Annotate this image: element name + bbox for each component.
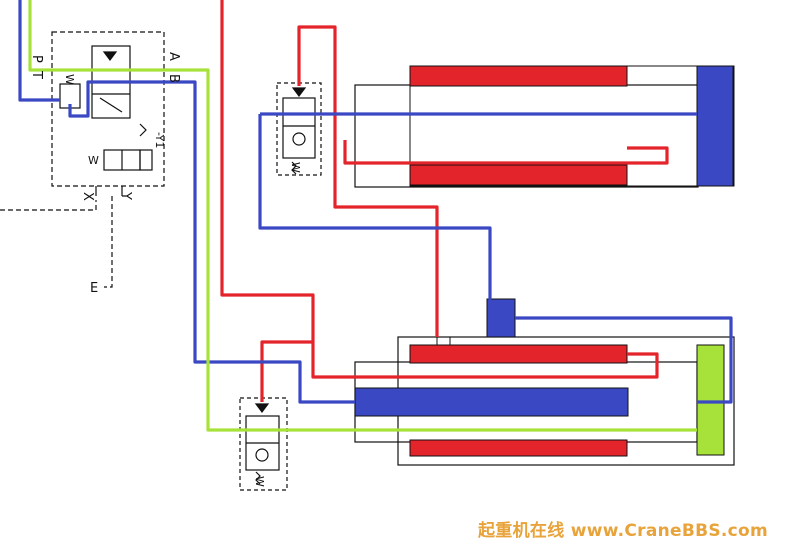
port-label-a: A	[166, 52, 181, 61]
port-label-y: Y	[118, 191, 133, 200]
port-label-e: E	[90, 281, 98, 296]
pilot-drain-lines	[0, 196, 113, 288]
spring-mark-lower-check: W	[253, 476, 266, 487]
pilot-lines	[28, 0, 697, 432]
lower-cylinder-port-block	[486, 298, 516, 338]
spring-mark-pilot: W	[88, 154, 99, 167]
lower-cylinder-rod-top	[409, 344, 628, 364]
directional-valve	[51, 31, 165, 196]
lower-cylinder-rod-bottom	[409, 439, 628, 457]
upper-cylinder-rod-bottom	[409, 164, 628, 186]
port-label-b: B	[166, 74, 181, 83]
port-label-p: P	[29, 55, 44, 63]
check-arrow-icon-upper	[291, 87, 307, 97]
valve-housing	[51, 31, 165, 187]
lower-cylinder-piston	[696, 344, 725, 456]
upper-cylinder-piston	[696, 65, 735, 187]
port-label-t: T	[29, 70, 44, 79]
check-arrow-icon	[102, 51, 118, 61]
watermark: 起重机在线 www.CraneBBS.com	[478, 521, 769, 541]
spring-mark-main: W	[63, 74, 76, 85]
spring-mark-upper-check: W	[289, 162, 302, 173]
lower-cylinder	[354, 298, 735, 466]
pressure-lines	[220, 0, 669, 402]
upper-cylinder	[354, 65, 735, 188]
upper-cylinder-rod-top	[409, 65, 628, 87]
port-label-x: X	[80, 192, 95, 201]
port-labels: P T A B X Y E -Y1 W W W W	[29, 52, 302, 487]
solenoid-label: -Y1	[153, 132, 166, 148]
lower-cylinder-rod-middle	[354, 387, 629, 417]
return-lines	[18, 0, 733, 404]
check-arrow-icon-lower	[254, 403, 270, 413]
